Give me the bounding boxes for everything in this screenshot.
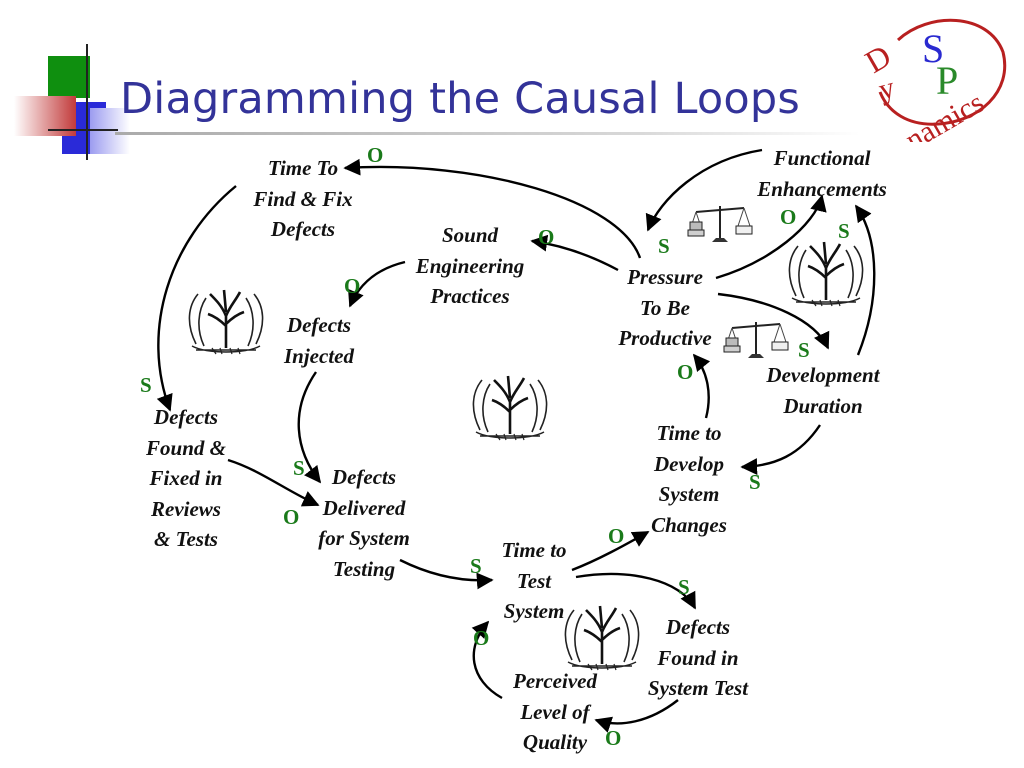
arrow-defectsfoundsystem-to-perceived [594, 699, 679, 733]
polarity-label: O [538, 225, 555, 249]
hands-tree-icon [788, 240, 864, 308]
title-underline [115, 132, 860, 135]
arrow-perceived-to-timetest [471, 620, 503, 700]
polarity-label: S [798, 338, 810, 362]
balance-scale-icon [687, 205, 753, 243]
logo-letter-p: P [936, 58, 958, 103]
arrow-sound-to-injected [348, 260, 406, 308]
node-time-to-test-system: Time to Test System [501, 538, 567, 623]
node-perceived-level-of-quality: Perceived Level of Quality [513, 669, 597, 754]
polarity-label: S [838, 219, 850, 243]
polarity-label: O [605, 726, 622, 750]
node-development-duration: Development Duration [766, 363, 880, 418]
polarity-label: S [678, 575, 690, 599]
balance-scale-icon [723, 321, 789, 359]
polarity-label: S [293, 456, 305, 480]
arrow-injected-to-delivered [297, 371, 322, 484]
arrow-pressure-to-timefind [343, 158, 642, 259]
node-defects-injected: Defects Injected [284, 313, 354, 368]
polarity-label: O [677, 360, 694, 384]
node-time-to-find-fix-defects: Time To Find & Fix Defects [253, 156, 353, 241]
polarity-label: O [473, 626, 490, 650]
arrow-timefind-to-defectsfound [156, 185, 237, 412]
polarity-label: O [367, 143, 384, 167]
arrow-pressure-to-sound [530, 234, 619, 272]
arrow-timetest-to-defectsfoundsystem [575, 572, 697, 610]
node-sound-engineering-practices: Sound Engineering Practices [415, 223, 525, 308]
node-defects-found-system-test: Defects Found in System Test [647, 615, 749, 700]
hands-tree-icon [188, 288, 264, 356]
polarity-label: O [283, 505, 300, 529]
polarity-label: O [344, 274, 361, 298]
polarity-label: S [658, 234, 670, 258]
arrow-pressure-to-functional [715, 194, 827, 280]
arrow-functional-to-pressure [645, 148, 763, 232]
corner-block-fade [90, 108, 130, 154]
arrow-delivered-to-timetest [399, 558, 494, 590]
arrow-duration-to-functional [855, 204, 876, 356]
node-defects-delivered-system-testing: Defects Delivered for System Testing [318, 465, 410, 581]
node-pressure-to-be-productive: Pressure To Be Productive [618, 265, 712, 350]
polarity-label: S [140, 373, 152, 397]
sp-dynamics-logo: S P D y namics [859, 18, 1007, 142]
logo-letter-s: S [922, 26, 944, 71]
arrow-pressure-to-duration [717, 292, 830, 350]
slide-title: Diagramming the Causal Loops [120, 74, 801, 124]
corner-block-green [48, 56, 90, 98]
arrow-duration-to-timedevelop [740, 424, 821, 475]
arrow-defectsfound-to-delivered [227, 458, 320, 507]
polarity-label: S [470, 554, 482, 578]
arrows [156, 148, 876, 733]
polarity-label: S [749, 470, 761, 494]
arrow-timetest-to-timedevelop [571, 530, 650, 572]
corner-line-horizontal [48, 129, 118, 131]
node-defects-found-fixed-reviews: Defects Found & Fixed in Reviews & Tests [146, 405, 226, 551]
node-time-to-develop-system-changes: Time to Develop System Changes [651, 421, 727, 537]
arrow-timedevelop-to-pressure [692, 353, 711, 419]
hands-tree-icon [472, 374, 548, 442]
node-functional-enhancements: Functional Enhancements [757, 146, 887, 201]
corner-line-vertical [86, 44, 88, 160]
polarity-label: O [780, 205, 797, 229]
logo-swoosh [878, 18, 1007, 126]
polarity-label: O [608, 524, 625, 548]
